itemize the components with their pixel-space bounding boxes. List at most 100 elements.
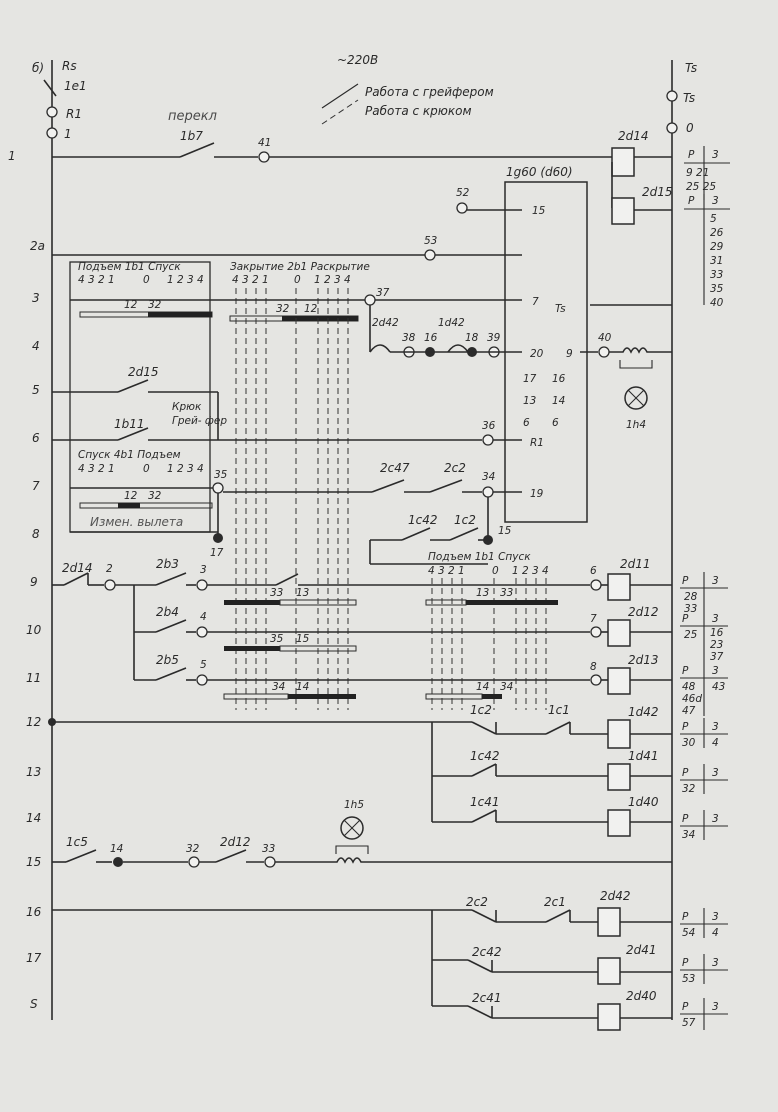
terminal-35 bbox=[212, 482, 224, 494]
switch-1c42-nc bbox=[471, 763, 497, 777]
controller-lift1-left-positions: 4 3 2 1 bbox=[78, 274, 115, 286]
svg-text:28: 28 bbox=[684, 591, 698, 603]
switch-2b4-blade bbox=[155, 619, 187, 633]
svg-text:29: 29 bbox=[710, 241, 724, 253]
controller-lower4-bar bbox=[118, 503, 140, 508]
coil-1d42 bbox=[607, 719, 631, 749]
svg-text:35: 35 bbox=[710, 283, 724, 295]
controller-close2-title: Закрытие 2b1 Раскрытие bbox=[230, 261, 370, 273]
svg-text:3: 3 bbox=[712, 911, 719, 923]
terminal-17-label: 17 bbox=[210, 547, 224, 559]
svg-text:32: 32 bbox=[148, 490, 162, 502]
switch-2c2-label: 2с2 bbox=[444, 461, 466, 475]
legend-solid-text: Работа с грейфером bbox=[365, 85, 494, 99]
switch-1c2-label: 1с2 bbox=[454, 513, 476, 527]
switch-1b11-label: 1b11 bbox=[114, 417, 145, 431]
svg-text:P: P bbox=[682, 1001, 689, 1013]
svg-text:25 25: 25 25 bbox=[686, 181, 716, 193]
pin-7: 7 bbox=[532, 296, 539, 308]
terminal-14 bbox=[113, 857, 123, 867]
switch-1c42-label: 1с42 bbox=[408, 513, 438, 527]
switch-1c42-row13-label: 1с42 bbox=[470, 749, 500, 763]
terminal-37-label: 37 bbox=[376, 287, 390, 299]
terminal-2-label: 2 bbox=[106, 563, 113, 575]
terminal-16-label: 16 bbox=[424, 332, 438, 344]
svg-text:12: 12 bbox=[124, 490, 138, 502]
relay-tables-rows12-14: P 3 30 4 P 3 32 P 3 34 bbox=[680, 718, 728, 841]
pin-13: 13 bbox=[523, 395, 536, 407]
e1-label: 1е1 bbox=[64, 79, 87, 93]
row-numbers: 1 2а 3 4 5 6 7 8 9 10 11 12 13 14 15 16 … bbox=[8, 149, 45, 1011]
zero-circle bbox=[666, 122, 678, 134]
svg-text:57: 57 bbox=[682, 1017, 696, 1029]
switch-1c5-blade bbox=[65, 849, 97, 863]
terminal-6 bbox=[590, 579, 602, 591]
ts-circle bbox=[666, 90, 678, 102]
lamp-1h4 bbox=[624, 386, 648, 410]
relay-table-2d13: P 3 48 46d 43 47 bbox=[680, 664, 728, 717]
svg-text:1 2 3 4: 1 2 3 4 bbox=[512, 565, 549, 577]
coil-2d42 bbox=[597, 907, 621, 937]
right-terminal-label: 0 bbox=[686, 121, 694, 135]
svg-text:48: 48 bbox=[682, 681, 696, 693]
terminal-33 bbox=[264, 856, 276, 868]
svg-text:33: 33 bbox=[500, 587, 513, 599]
terminal-7 bbox=[590, 626, 602, 638]
relay-table-2d15: P 3 5 26 29 31 33 35 40 bbox=[684, 194, 730, 309]
row-number-4: 4 bbox=[32, 339, 40, 353]
coil-2d15 bbox=[611, 197, 635, 225]
coil-1d42-label: 1d42 bbox=[628, 705, 659, 719]
svg-text:25: 25 bbox=[684, 629, 698, 641]
coil-2d14 bbox=[611, 147, 635, 177]
switch-1b7-label: 1b7 bbox=[180, 129, 203, 143]
r1-label: R1 bbox=[66, 107, 82, 121]
svg-text:34: 34 bbox=[500, 681, 513, 693]
svg-text:4 3 2 1: 4 3 2 1 bbox=[428, 565, 465, 577]
svg-text:3: 3 bbox=[712, 575, 719, 587]
terminal-40-label: 40 bbox=[598, 332, 612, 344]
svg-text:9 21: 9 21 bbox=[686, 167, 709, 179]
svg-text:3: 3 bbox=[712, 957, 719, 969]
svg-text:40: 40 bbox=[710, 297, 724, 309]
r1-circle bbox=[46, 106, 58, 118]
svg-text:23: 23 bbox=[710, 639, 723, 651]
voltage-label: ~220В bbox=[337, 53, 378, 67]
switch-2b5-label: 2b5 bbox=[156, 653, 179, 667]
coil-2d41 bbox=[597, 957, 621, 985]
row-number-15: 15 bbox=[26, 855, 41, 869]
switch-2c1-label: 2с1 bbox=[544, 895, 566, 909]
switch-2c2-blade bbox=[429, 479, 463, 493]
controller-lift1-bar bbox=[148, 312, 212, 317]
row-number-2a: 2а bbox=[30, 239, 45, 253]
coil-2d12-label: 2d12 bbox=[628, 605, 659, 619]
svg-text:P: P bbox=[682, 575, 689, 587]
svg-text:13: 13 bbox=[476, 587, 489, 599]
terminal-5 bbox=[196, 674, 208, 686]
terminal-39-label: 39 bbox=[487, 332, 501, 344]
switch-2c47-label: 2с47 bbox=[380, 461, 410, 475]
switch-2c42-label: 2с42 bbox=[472, 945, 502, 959]
svg-text:34: 34 bbox=[682, 829, 695, 841]
svg-text:3: 3 bbox=[712, 1001, 719, 1013]
terminal-34-label: 34 bbox=[482, 471, 495, 483]
switch-2b3-blade bbox=[155, 572, 187, 586]
controller-lift1-right-positions: 1 2 3 4 bbox=[167, 274, 204, 286]
terminal-3-label: 3 bbox=[200, 564, 207, 576]
svg-text:16: 16 bbox=[552, 373, 566, 385]
controller-lift1-contact-b: 32 bbox=[148, 299, 162, 311]
switch-2b4-label: 2b4 bbox=[156, 605, 179, 619]
switch-1c42-blade bbox=[401, 527, 431, 541]
row-number-7: 7 bbox=[32, 479, 40, 493]
terminal-4-label: 4 bbox=[200, 611, 207, 623]
row-number-6: 6 bbox=[32, 431, 40, 445]
terminal-52-label: 52 bbox=[456, 187, 470, 199]
pin-20: 20 bbox=[530, 348, 544, 360]
switch-1c1-label: 1с1 bbox=[548, 703, 570, 717]
coil-2d11-label: 2d11 bbox=[620, 557, 651, 571]
terminal-36 bbox=[482, 434, 494, 446]
row-number-17: 17 bbox=[26, 951, 42, 965]
terminal-41-label: 41 bbox=[258, 137, 271, 149]
coil-2d42-label: 2d42 bbox=[600, 889, 631, 903]
block-1g60-title: 1g60 (d60) bbox=[506, 165, 573, 179]
terminal-18-label: 18 bbox=[465, 332, 479, 344]
